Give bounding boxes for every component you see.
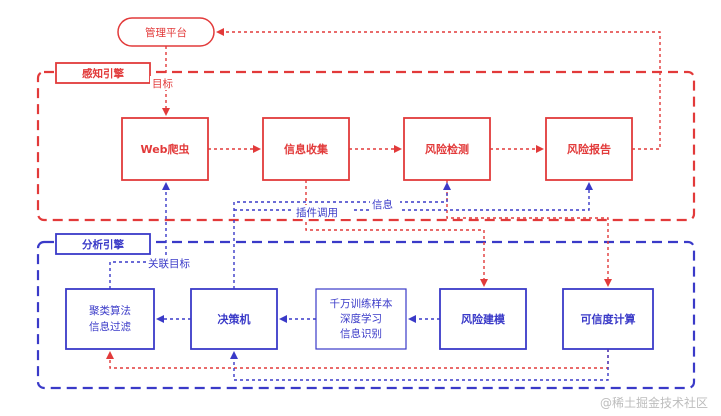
management-platform-label: 管理平台 <box>145 26 187 39</box>
decision-engine-label: 决策机 <box>218 312 251 326</box>
risk-report-node <box>545 117 633 181</box>
watermark: @稀土掘金技术社区 <box>600 395 708 410</box>
info-label: 信息 <box>372 198 393 211</box>
collect-to-model-arrow <box>305 180 488 287</box>
training-label-line1: 千万训练样本 <box>330 297 393 310</box>
analysis-engine-frame <box>36 240 696 390</box>
perception-engine-frame <box>36 70 696 222</box>
risk-detection-label: 风险检测 <box>425 142 469 156</box>
clustering-node <box>65 288 155 350</box>
risk-model-label: 风险建模 <box>461 312 506 326</box>
training-node <box>315 288 407 350</box>
info-collection-label: 信息收集 <box>284 142 329 156</box>
plugin-call-label: 插件调用 <box>296 206 338 219</box>
analysis-tag <box>55 233 151 255</box>
perception-tag <box>55 62 151 84</box>
web-crawler-node <box>121 117 209 181</box>
decision-to-report-arrow <box>234 182 593 211</box>
decision-to-detect-arrow <box>233 182 451 289</box>
analysis-tag-label: 分析引擎 <box>82 238 124 251</box>
target-label: 目标 <box>152 78 173 90</box>
clustering-to-crawler-arrow <box>109 182 170 289</box>
report-to-mgmt-arrow <box>216 28 661 150</box>
detect-to-credibility-arrow <box>446 180 612 287</box>
risk-report-label: 风险报告 <box>567 142 611 156</box>
risk-model-node <box>439 288 527 350</box>
web-crawler-label: Web爬虫 <box>140 142 189 156</box>
credibility-to-decision-arrow <box>230 349 609 381</box>
decision-engine-node <box>190 288 278 350</box>
perception-tag-label: 感知引擎 <box>82 67 124 80</box>
clustering-label-line1: 聚类算法 <box>89 304 131 317</box>
clustering-label-line2: 信息过滤 <box>89 320 131 333</box>
loop-to-clustering-arrow <box>106 349 609 369</box>
training-label-line2: 深度学习 <box>340 312 382 325</box>
info-collection-node <box>262 117 350 181</box>
credibility-label: 可信度计算 <box>581 312 636 326</box>
training-label-line3: 信息识别 <box>340 327 382 340</box>
related-target-label: 关联目标 <box>148 257 190 270</box>
